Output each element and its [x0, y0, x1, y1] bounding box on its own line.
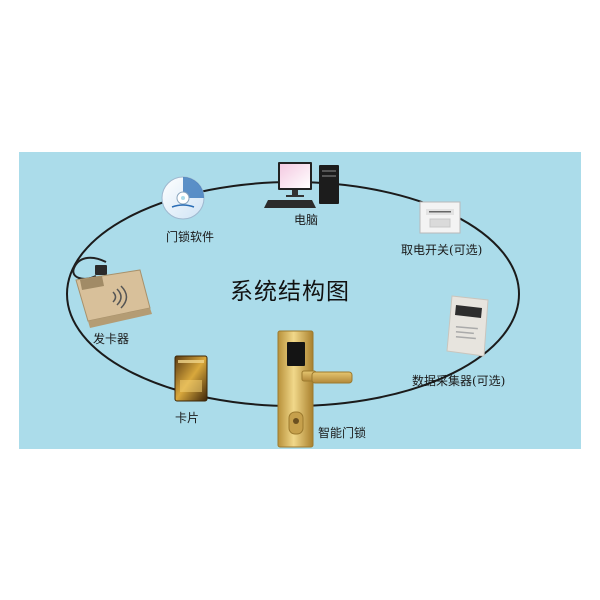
- card-icon: [174, 355, 208, 402]
- desktop-computer-icon: [264, 162, 339, 208]
- computer-label: 电脑: [294, 213, 319, 227]
- power-switch-label: 取电开关(可选): [401, 243, 483, 257]
- data-collector-icon: [446, 295, 489, 357]
- card-label: 卡片: [175, 411, 200, 425]
- card-issuer-label: 发卡器: [93, 332, 130, 346]
- software-label: 门锁软件: [166, 230, 215, 244]
- card-issuer-icon: [72, 256, 152, 328]
- diagram-title: 系统结构图: [230, 279, 350, 305]
- smart-lock-label: 智能门锁: [318, 426, 367, 440]
- power-switch-icon: [419, 201, 461, 234]
- data-collector-label: 数据采集器(可选): [412, 374, 506, 388]
- smart-door-lock-icon: [277, 330, 353, 448]
- cd-disc-icon: [161, 176, 205, 220]
